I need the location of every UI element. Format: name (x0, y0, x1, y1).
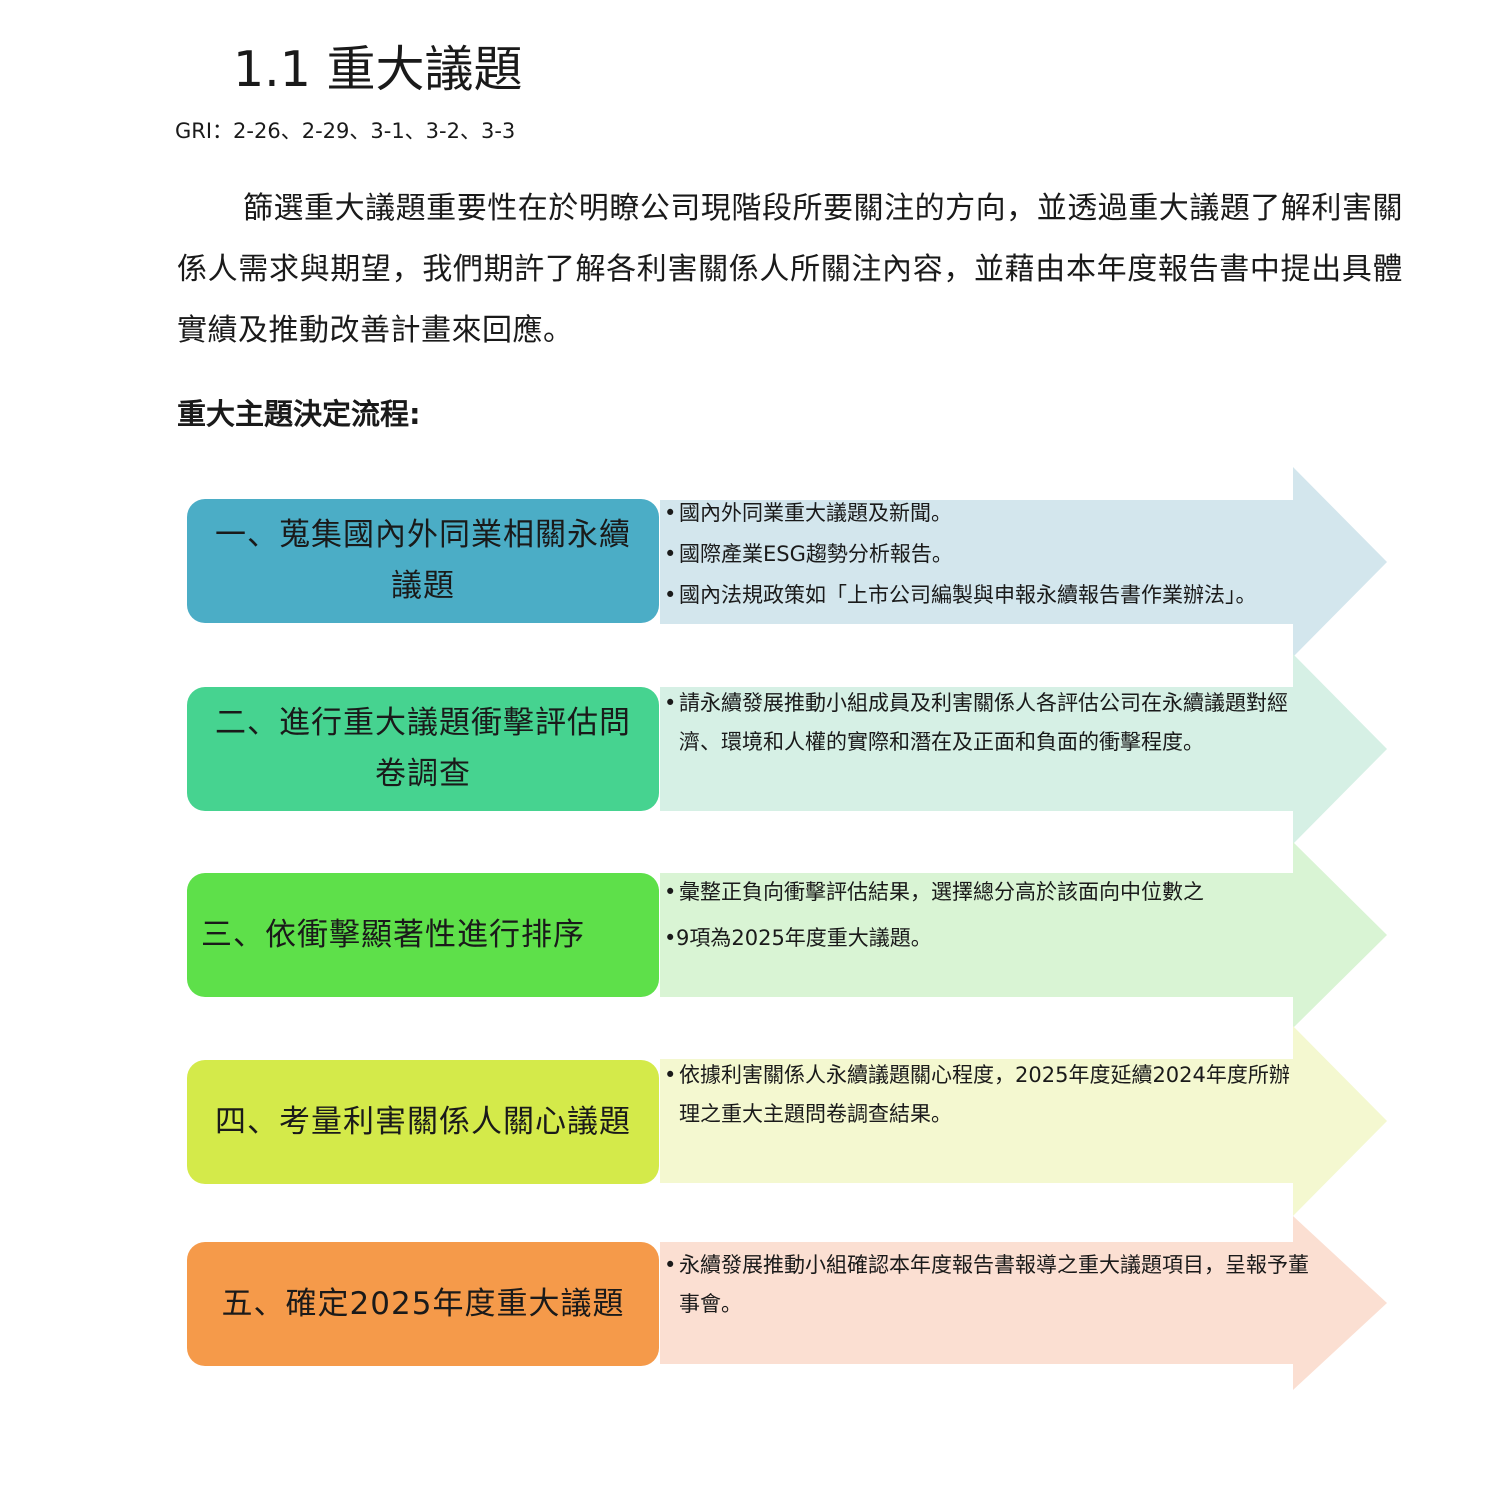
list-item: 國內外同業重大議題及新聞。 (664, 494, 1314, 533)
step-1-label-line: 議題 (391, 568, 455, 604)
step-3-bullets: 彙整正負向衝擊評估結果，選擇總分高於該面向中位數之 9項為2025年度重大議題。 (664, 873, 1324, 958)
list-item: 請永續發展推動小組成員及利害關係人各評估公司在永續議題對經濟、環境和人權的實際和… (664, 684, 1304, 762)
gri-references: GRI：2-26、2-29、3-1、3-2、3-3 (175, 119, 516, 143)
list-item: 國際產業ESG趨勢分析報告。 (664, 535, 1314, 574)
step-1-box: 一、蒐集國內外同業相關永續 議題 (187, 499, 659, 623)
step-2-bullets: 請永續發展推動小組成員及利害關係人各評估公司在永續議題對經濟、環境和人權的實際和… (664, 684, 1304, 762)
process-heading: 重大主題決定流程: (177, 397, 421, 431)
step-1-label-line: 一、蒐集國內外同業相關永續 (215, 517, 631, 553)
section-title: 1.1 重大議題 (233, 41, 523, 98)
list-item: 9項為2025年度重大議題。 (664, 919, 1324, 958)
step-2-box: 二、進行重大議題衝擊評估問 卷調查 (187, 687, 659, 811)
step-3-box: 三、依衝擊顯著性進行排序 (187, 873, 659, 997)
list-item: 永續發展推動小組確認本年度報告書報導之重大議題項目，呈報予董事會。 (664, 1246, 1324, 1324)
step-4-box: 四、考量利害關係人關心議題 (187, 1060, 659, 1184)
step-5-bullets: 永續發展推動小組確認本年度報告書報導之重大議題項目，呈報予董事會。 (664, 1246, 1324, 1324)
step-5-box: 五、確定2025年度重大議題 (187, 1242, 659, 1366)
step-4-bullets: 依據利害關係人永續議題關心程度，2025年度延續2024年度所辦理之重大主題問卷… (664, 1056, 1292, 1134)
step-4-label-line: 四、考量利害關係人關心議題 (215, 1103, 631, 1140)
step-2-label-line: 卷調查 (375, 756, 471, 792)
step-3-label-line: 三、依衝擊顯著性進行排序 (201, 916, 585, 953)
list-item: 依據利害關係人永續議題關心程度，2025年度延續2024年度所辦理之重大主題問卷… (664, 1056, 1292, 1134)
step-2-label-line: 二、進行重大議題衝擊評估問 (215, 705, 631, 741)
list-item: 彙整正負向衝擊評估結果，選擇總分高於該面向中位數之 (664, 873, 1324, 912)
intro-paragraph: 篩選重大議題重要性在於明瞭公司現階段所要關注的方向，並透過重大議題了解利害關係人… (177, 191, 1403, 348)
list-item: 國內法規政策如「上市公司編製與申報永續報告書作業辦法」。 (664, 576, 1314, 615)
step-5-label-line: 五、確定2025年度重大議題 (221, 1285, 625, 1322)
step-1-bullets: 國內外同業重大議題及新聞。 國際產業ESG趨勢分析報告。 國內法規政策如「上市公… (664, 494, 1314, 615)
